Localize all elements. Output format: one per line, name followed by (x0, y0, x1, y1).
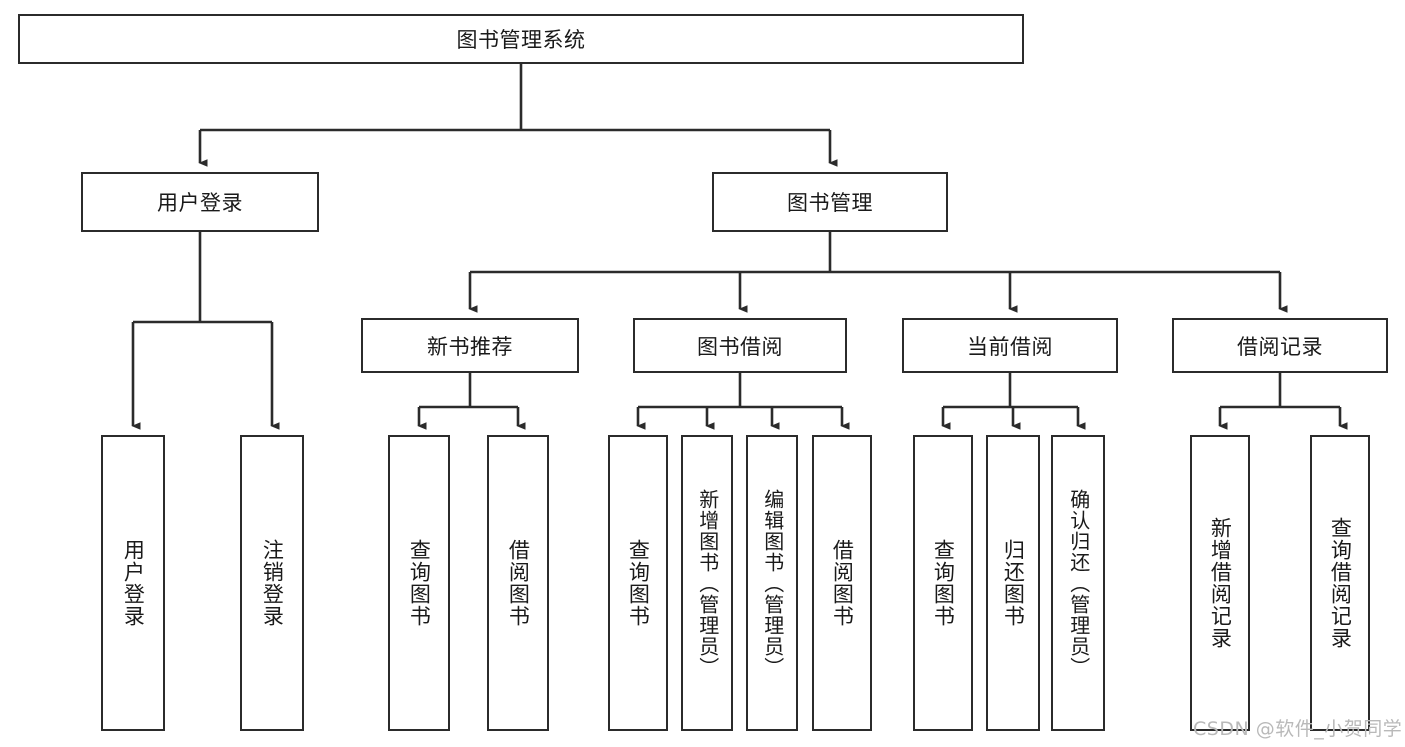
leaf-return-book-label: 归还图书 (1001, 539, 1026, 627)
watermark: CSDN @软件_小贺同学 (1193, 718, 1403, 740)
node-borrow-record[interactable]: 借阅记录 (1172, 318, 1388, 373)
node-user-login-label: 用户登录 (157, 191, 243, 215)
leaf-confirm-return-admin-label: 确认归还（管理员） (1066, 488, 1091, 678)
leaf-edit-book-admin[interactable]: 编辑图书（管理员） (746, 435, 798, 731)
leaf-logout-label: 注销登录 (260, 539, 285, 627)
leaf-borrow-book-recommend[interactable]: 借阅图书 (487, 435, 549, 731)
leaf-borrow-book[interactable]: 借阅图书 (812, 435, 872, 731)
leaf-query-book-current-label: 查询图书 (931, 539, 956, 627)
leaf-add-borrow-record-label: 新增借阅记录 (1208, 517, 1233, 649)
node-root[interactable]: 图书管理系统 (18, 14, 1024, 64)
leaf-confirm-return-admin[interactable]: 确认归还（管理员） (1051, 435, 1105, 731)
leaf-add-borrow-record[interactable]: 新增借阅记录 (1190, 435, 1250, 731)
node-root-label: 图书管理系统 (456, 28, 586, 52)
leaf-logout[interactable]: 注销登录 (240, 435, 304, 731)
leaf-edit-book-admin-label: 编辑图书（管理员） (760, 488, 785, 678)
node-book-borrow[interactable]: 图书借阅 (633, 318, 847, 373)
leaf-query-borrow-record[interactable]: 查询借阅记录 (1310, 435, 1370, 731)
node-new-book-recommend[interactable]: 新书推荐 (361, 318, 579, 373)
leaf-add-book-admin-label: 新增图书（管理员） (695, 488, 720, 678)
node-current-borrow[interactable]: 当前借阅 (902, 318, 1118, 373)
leaf-add-book-admin[interactable]: 新增图书（管理员） (681, 435, 733, 731)
leaf-return-book[interactable]: 归还图书 (986, 435, 1040, 731)
leaf-user-login[interactable]: 用户登录 (101, 435, 165, 731)
leaf-query-book-current[interactable]: 查询图书 (913, 435, 973, 731)
node-current-borrow-label: 当前借阅 (967, 334, 1053, 359)
node-user-login[interactable]: 用户登录 (81, 172, 319, 232)
leaf-query-book-borrow[interactable]: 查询图书 (608, 435, 668, 731)
leaf-query-book-borrow-label: 查询图书 (626, 539, 651, 627)
node-borrow-record-label: 借阅记录 (1237, 334, 1323, 359)
node-book-borrow-label: 图书借阅 (697, 334, 783, 359)
leaf-borrow-book-label: 借阅图书 (830, 539, 855, 627)
leaf-query-borrow-record-label: 查询借阅记录 (1328, 517, 1353, 649)
leaf-query-book-recommend[interactable]: 查询图书 (388, 435, 450, 731)
leaf-borrow-book-recommend-label: 借阅图书 (506, 539, 531, 627)
node-new-book-recommend-label: 新书推荐 (427, 334, 513, 359)
node-book-management[interactable]: 图书管理 (712, 172, 948, 232)
node-book-management-label: 图书管理 (787, 191, 873, 215)
leaf-user-login-label: 用户登录 (121, 539, 146, 627)
leaf-query-book-recommend-label: 查询图书 (407, 539, 432, 627)
